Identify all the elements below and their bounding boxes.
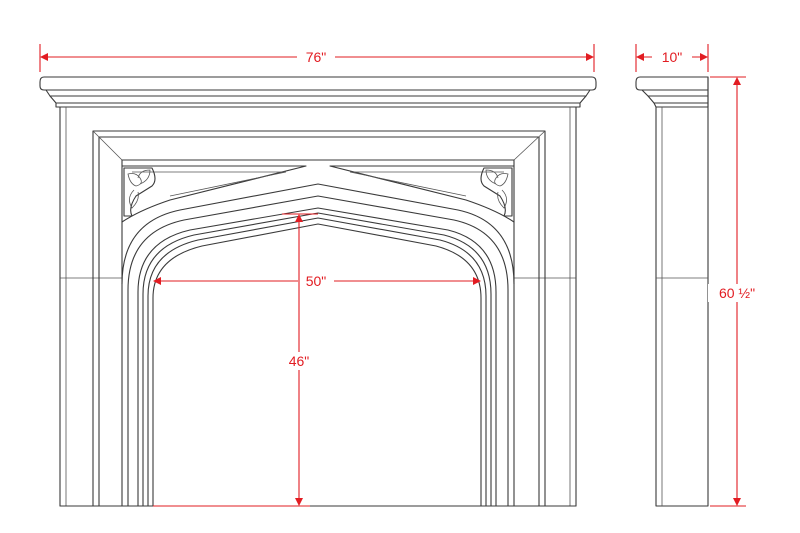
cornice-molding (45, 89, 591, 97)
dimension-opening-height: 46" (153, 213, 318, 507)
spandrel-left (121, 165, 307, 223)
dimension-side-depth: 10" (635, 44, 709, 72)
side-view (635, 76, 709, 507)
side-depth-label: 10" (662, 49, 683, 65)
gothic-arch (121, 183, 515, 285)
opening-height-label: 46" (289, 353, 310, 369)
dimension-opening-width: 50" (153, 271, 481, 289)
side-shelf (635, 76, 709, 91)
mantel-shelf (39, 76, 597, 91)
side-body (655, 76, 709, 507)
spandrel-right (329, 165, 515, 223)
dimension-overall-height: 60 ½" (708, 76, 766, 507)
overall-width-label: 76" (306, 49, 327, 65)
opening-width-label: 50" (306, 273, 327, 289)
surround-outline (59, 106, 577, 507)
overall-height-label: 60 ½" (719, 285, 755, 301)
dimension-overall-width: 76" (39, 44, 595, 72)
panel-frame (92, 130, 546, 507)
trefoil-ornament-right (480, 167, 513, 217)
front-view (39, 76, 597, 507)
trefoil-ornament-left (123, 167, 156, 217)
